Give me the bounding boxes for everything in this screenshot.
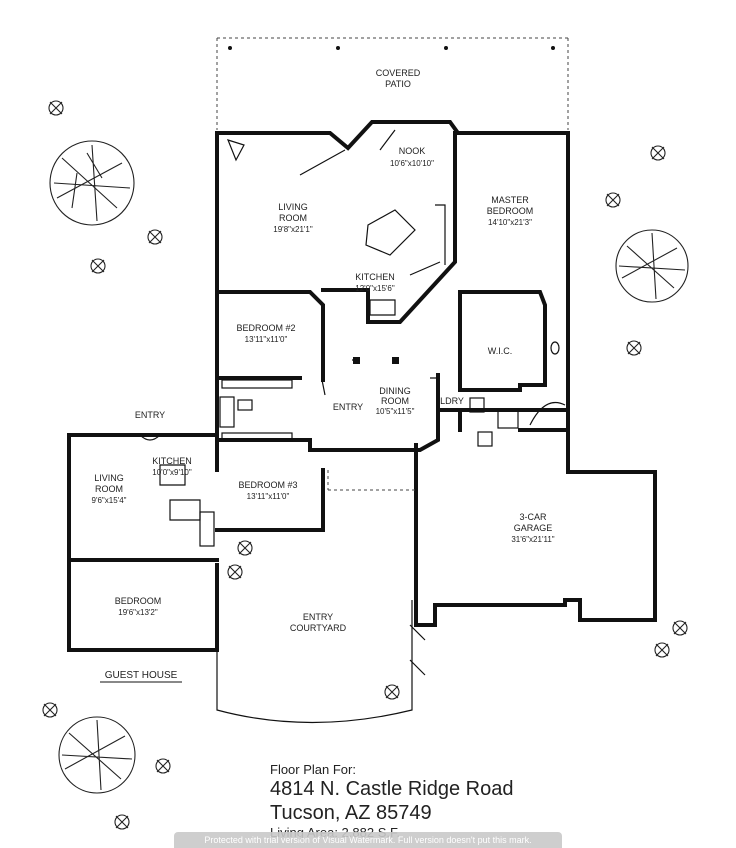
shrub-icon [605, 192, 621, 208]
shrub-icon [237, 540, 253, 556]
shrub-icon [147, 229, 163, 245]
shrub-icon [90, 258, 106, 274]
guest-bedroom-dim: 19'6"x13'2" [118, 608, 158, 617]
caption-title: Floor Plan For: [270, 762, 356, 777]
bedroom2-dim: 13'11"x11'0" [245, 335, 288, 344]
master-bedroom-label-1: MASTER [491, 195, 529, 205]
shrub-icon [48, 100, 64, 116]
kitchen-label: KITCHEN [355, 272, 395, 282]
shrub-icon [654, 642, 670, 658]
courtyard-label-1: ENTRY [303, 612, 333, 622]
dining-room-label-1: DINING [379, 386, 411, 396]
main-house-walls [215, 120, 657, 627]
guest-living-label-1: LIVING [94, 473, 124, 483]
living-room-label-2: ROOM [279, 213, 307, 223]
living-room-label-1: LIVING [278, 202, 308, 212]
shrub-icon [227, 564, 243, 580]
bedroom3-dim: 13'11"x11'0" [247, 492, 290, 501]
wic-label: W.I.C. [488, 346, 513, 356]
guest-living-dim: 9'6"x15'4" [92, 496, 127, 505]
guest-house-label: GUEST HOUSE [105, 670, 178, 681]
caption-address-line2: Tucson, AZ 85749 [270, 802, 432, 824]
master-bedroom-label-2: BEDROOM [487, 206, 534, 216]
guest-living-label-2: ROOM [95, 484, 123, 494]
garage-dim: 31'6"x21'11" [511, 535, 554, 544]
shrub-icon [650, 145, 666, 161]
living-room-dim: 19'8"x21'1" [273, 225, 313, 234]
plan-caption: Floor Plan For: 4814 N. Castle Ridge Roa… [270, 762, 513, 840]
tree-icons [42, 100, 689, 830]
shrub-icon [155, 758, 171, 774]
kitchen-island [365, 204, 446, 316]
bedroom3-label: BEDROOM #3 [238, 480, 297, 490]
kitchen-dim: 12'0"x15'6" [355, 284, 395, 293]
dining-room-dim: 10'5"x11'5" [376, 407, 415, 416]
shrub-icon [114, 814, 130, 830]
caption-address-line1: 4814 N. Castle Ridge Road [270, 778, 514, 800]
dining-room-label-2: ROOM [381, 396, 409, 406]
bedroom2-label: BEDROOM #2 [236, 323, 295, 333]
covered-patio-label-2: PATIO [385, 79, 411, 89]
tree-icon [49, 140, 135, 226]
garage-label-2: GARAGE [514, 523, 553, 533]
guest-entry-label: ENTRY [135, 410, 165, 420]
entry-label: ENTRY [333, 402, 363, 412]
garage-label-1: 3-CAR [519, 512, 547, 522]
guest-kitchen-dim: 10'0"x9'10" [152, 468, 192, 477]
covered-patio [216, 37, 569, 130]
guest-bedroom-label: BEDROOM [115, 596, 162, 606]
guest-kitchen-label: KITCHEN [152, 456, 192, 466]
laundry-appliances [469, 341, 566, 447]
guest-house-walls [67, 433, 219, 652]
master-bedroom-dim: 14'10"x21'3" [488, 218, 532, 227]
courtyard-label-2: COURTYARD [290, 623, 347, 633]
watermark-banner: Protected with trial version of Visual W… [174, 832, 562, 848]
tree-icon [58, 716, 136, 794]
shrub-icon [384, 684, 400, 700]
nook-dim: 10'6"x10'10" [390, 159, 434, 168]
room-labels: COVERED PATIO NOOK 10'6"x10'10" LIVING R… [92, 68, 555, 683]
shrub-icon [672, 620, 688, 636]
covered-patio-label-1: COVERED [376, 68, 421, 78]
nook-label: NOOK [399, 146, 426, 156]
bath-fixtures [199, 379, 293, 547]
shrub-icon [42, 702, 58, 718]
courtyard-outline [216, 470, 426, 724]
shrub-icon [626, 340, 642, 356]
tree-icon [615, 229, 689, 303]
laundry-label: LDRY [440, 396, 464, 406]
